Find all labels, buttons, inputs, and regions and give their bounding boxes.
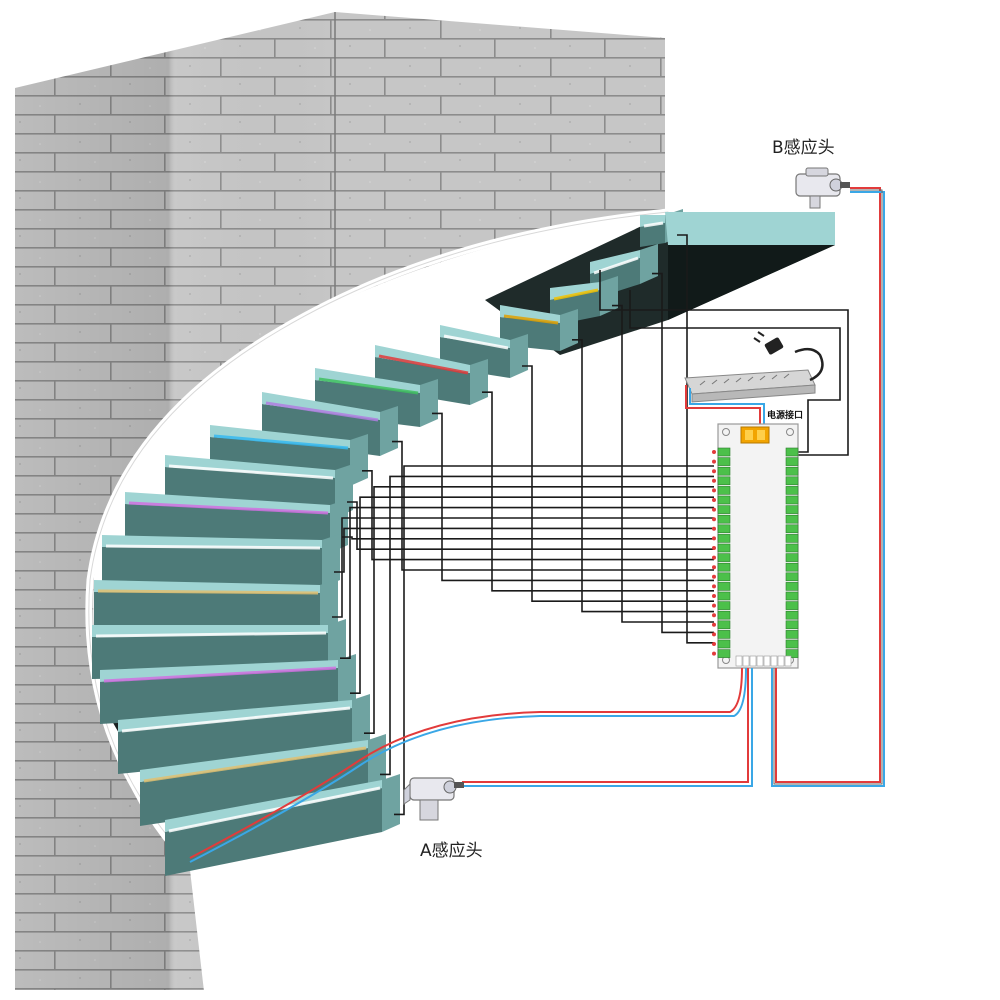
terminal xyxy=(785,524,799,534)
terminal xyxy=(717,543,731,553)
stair-step xyxy=(118,694,370,774)
terminal xyxy=(756,655,764,667)
terminal xyxy=(785,447,799,457)
step-wire xyxy=(350,496,714,694)
stair-step xyxy=(102,534,340,588)
terminal xyxy=(785,514,799,524)
terminal xyxy=(717,495,731,505)
terminal xyxy=(717,639,731,649)
terminal xyxy=(785,630,799,639)
step-wire xyxy=(342,536,714,540)
stair-step xyxy=(140,734,386,826)
terminal xyxy=(785,620,799,630)
terminal xyxy=(770,655,778,667)
step-wire xyxy=(340,506,714,659)
step-wires xyxy=(332,234,849,816)
stair-step xyxy=(94,579,338,633)
sensor-a-cable xyxy=(462,668,753,787)
step-wire xyxy=(362,470,714,561)
terminal xyxy=(717,534,731,543)
step-wire xyxy=(394,465,714,816)
top-landing xyxy=(665,212,835,320)
terminal xyxy=(717,582,731,591)
terminal xyxy=(785,457,799,466)
terminal xyxy=(717,466,731,476)
terminal xyxy=(763,655,771,667)
terminal xyxy=(742,655,750,667)
power-port-label: 电源接口 xyxy=(767,411,804,421)
terminal xyxy=(785,582,799,591)
terminal xyxy=(717,572,731,582)
staircase xyxy=(92,209,683,876)
step-wire xyxy=(652,272,714,634)
motion-sensor-icon xyxy=(403,777,464,821)
terminal xyxy=(777,655,785,667)
terminal xyxy=(717,505,731,514)
terminal xyxy=(785,486,799,495)
step-wire xyxy=(332,517,714,618)
terminal xyxy=(785,601,799,610)
step-wire xyxy=(392,440,714,571)
step-wire xyxy=(364,486,714,734)
terminal xyxy=(717,486,731,495)
terminal xyxy=(785,543,799,553)
sensor-b-cable xyxy=(771,187,885,787)
sensor-a-label: A感应头 xyxy=(420,841,483,861)
step-wire xyxy=(629,290,841,453)
step-wire xyxy=(380,475,714,776)
terminal xyxy=(785,591,799,601)
motion-sensor-icon xyxy=(795,167,850,209)
terminal xyxy=(717,457,731,466)
controller-board xyxy=(712,423,799,669)
terminal xyxy=(785,505,799,514)
terminal xyxy=(717,591,731,601)
terminal xyxy=(717,553,731,562)
power-plug-icon xyxy=(753,331,784,355)
terminal xyxy=(735,655,743,667)
terminal xyxy=(717,524,731,534)
terminal xyxy=(785,466,799,476)
terminal xyxy=(717,620,731,630)
terminal xyxy=(717,476,731,486)
step-wire xyxy=(677,234,714,644)
terminal xyxy=(749,655,757,667)
terminal xyxy=(785,639,799,649)
terminal xyxy=(785,534,799,543)
terminal xyxy=(717,649,731,658)
terminal xyxy=(717,562,731,572)
step-wire xyxy=(334,527,714,573)
step-wire xyxy=(347,501,714,550)
terminal xyxy=(785,495,799,505)
step-wire xyxy=(612,304,714,623)
terminal xyxy=(785,553,799,562)
stair-step xyxy=(165,774,400,876)
terminal xyxy=(717,601,731,610)
terminal xyxy=(717,610,731,620)
sensor-b-label: B感应头 xyxy=(772,138,835,158)
terminal xyxy=(784,655,792,667)
terminal xyxy=(717,514,731,524)
terminal xyxy=(717,447,731,457)
terminal xyxy=(785,649,799,658)
led-strip-cable xyxy=(189,667,747,863)
terminal xyxy=(717,630,731,639)
terminal xyxy=(785,562,799,572)
power-supply xyxy=(684,347,824,403)
step-wire xyxy=(482,391,714,592)
terminal xyxy=(785,610,799,620)
step-wire xyxy=(522,365,714,602)
terminal xyxy=(785,476,799,486)
terminal xyxy=(785,572,799,582)
step-wire xyxy=(599,270,849,456)
